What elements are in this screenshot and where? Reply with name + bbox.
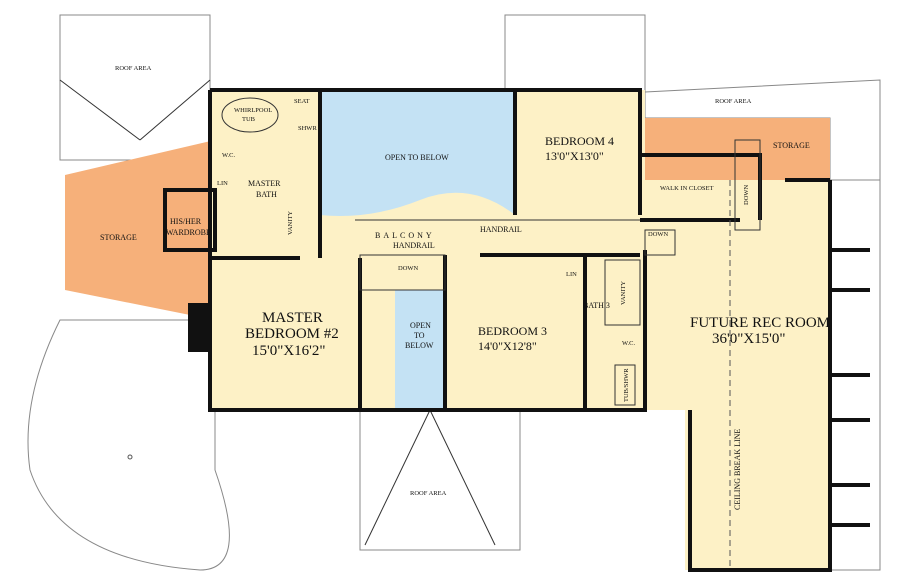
open-to-below-top [320,92,515,216]
roof-area-label: ROOF AREA [410,490,447,497]
master-bath-label: BATH [256,190,277,199]
storage-label: STORAGE [100,233,137,242]
down-label: DOWN [743,184,750,205]
shower-label: SHWR [298,125,317,132]
tub-shower-label: TUB/SHWR [623,368,630,402]
roof-areas [27,14,881,571]
bedroom3-name: BEDROOM 3 [478,324,547,338]
open-to-below-label: TO [414,331,425,340]
ceiling-break-label: CEILING BREAK LINE [733,429,742,510]
seat-label: SEAT [294,98,310,105]
master-bedroom-name: MASTER [262,310,323,326]
open-to-below-label: OPEN [410,321,431,330]
open-to-below-label: BELOW [405,341,434,350]
master-bedroom-name: BEDROOM #2 [245,326,339,342]
roof-left [59,14,211,161]
vanity-label: VANITY [620,281,627,305]
storage-right-area [645,118,830,180]
wardrobe-label: HIS/HER [170,217,202,226]
open-to-below-label: OPEN TO BELOW [385,153,449,162]
open-to-below-stair [395,290,445,410]
master-bedroom-size: 15'0"X16'2" [252,343,325,359]
wc-label: W.C. [622,340,635,347]
storage-left-area [65,140,215,320]
rec-room-area [685,180,830,570]
down-label: DOWN [398,265,419,272]
tub-label: TUB [242,116,256,123]
room-labels: ROOF AREA ROOF AREA ROOF AREA WHIRLPOOL … [100,65,830,510]
rec-room-size: 36'0"X15'0" [712,331,785,347]
roof-lower-left [27,319,230,571]
roof-top-right [504,14,646,93]
wc-label: W.C. [222,152,235,159]
walk-in-closet-label: WALK IN CLOSET [660,185,713,192]
linen-label: LIN [566,271,577,278]
roof-area-label: ROOF AREA [715,98,752,105]
whirlpool-label: WHIRLPOOL [234,107,272,114]
balcony-label: BALCONY [375,231,435,240]
linen-label: LIN [217,180,228,187]
handrail-label: HANDRAIL [480,225,522,234]
handrail-label: HANDRAIL [393,241,435,250]
down-label: DOWN [648,231,669,238]
bedroom4-size: 13'0"X13'0" [545,149,604,163]
bedroom4-name: BEDROOM 4 [545,134,614,148]
bath3-label: BATH 3 [583,301,610,310]
bedroom3-size: 14'0"X12'8" [478,339,537,353]
master-bath-label: MASTER [248,179,281,188]
rec-room-name: FUTURE REC ROOM [690,315,830,331]
storage-label: STORAGE [773,141,810,150]
roof-area-label: ROOF AREA [115,65,152,72]
wardrobe-label: WARDROBE [166,228,211,237]
vanity-label: VANITY [287,211,294,235]
